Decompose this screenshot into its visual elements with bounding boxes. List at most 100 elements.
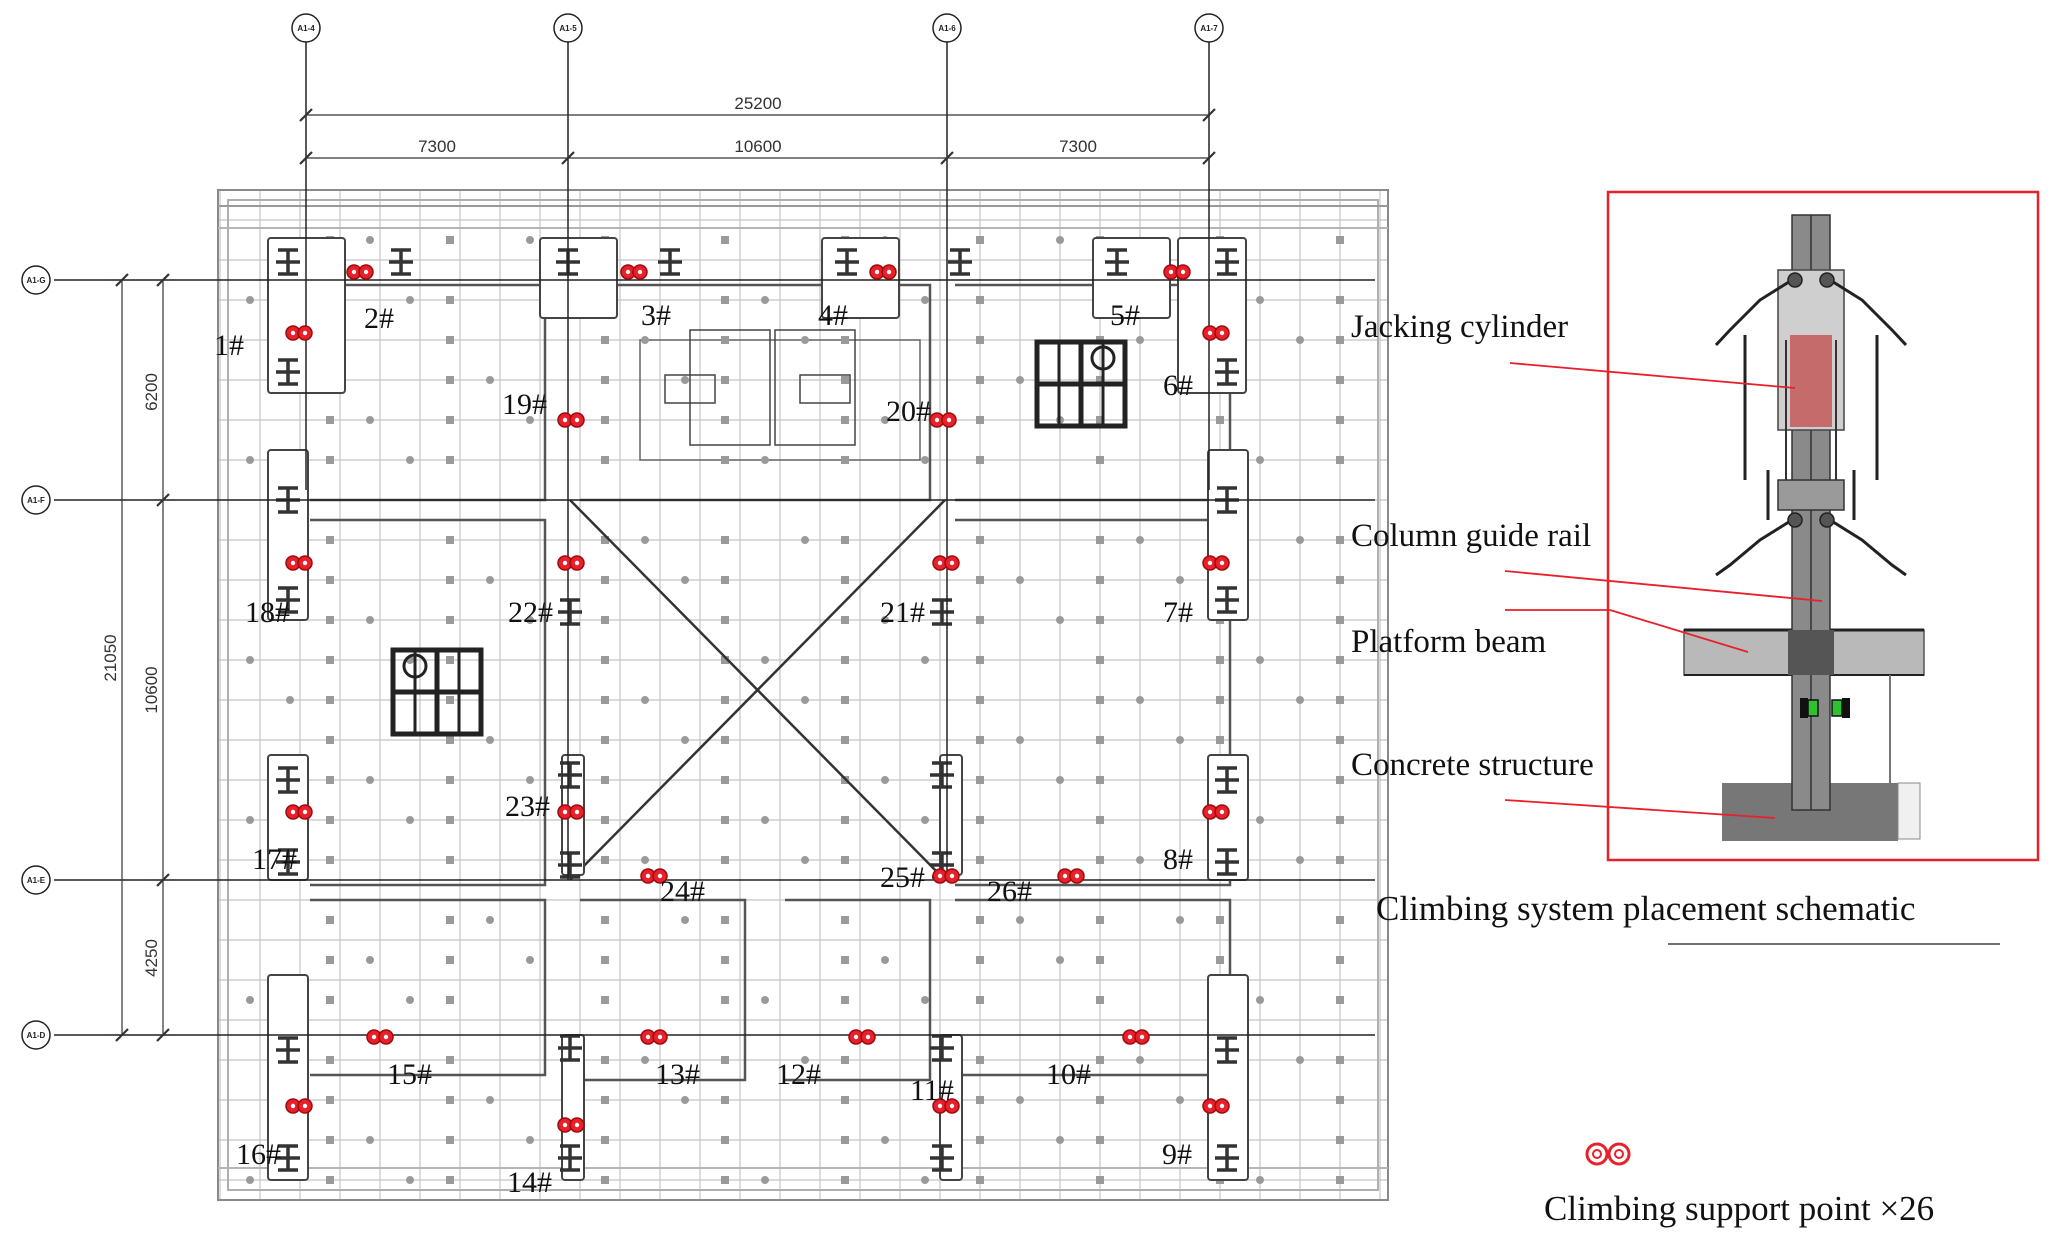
support-point-label: 2# xyxy=(364,302,394,335)
support-point-marker xyxy=(557,412,585,428)
axis-bubble-a1-f xyxy=(21,485,51,515)
axis-bubble-a1-g xyxy=(21,265,51,295)
support-point-label: 5# xyxy=(1110,299,1140,332)
axis-label-col-1: A1-4 xyxy=(297,24,315,33)
legend-label: Climbing support point ×26 xyxy=(1544,1189,1934,1228)
dim-span-3: 7300 xyxy=(1059,137,1097,156)
support-point-label: 3# xyxy=(641,299,671,332)
support-point-marker xyxy=(1202,804,1230,820)
dim-vspan-2: 10600 xyxy=(142,666,161,713)
axis-grid: A1-4 A1-5 A1-6 A1-7 A1-G A1-F A1-E A1-D xyxy=(21,13,1375,1050)
jacking-cylinder xyxy=(1790,335,1832,427)
support-point-marker xyxy=(1122,1029,1150,1045)
axis-bubble-a1-4 xyxy=(291,13,321,43)
support-point-marker xyxy=(1202,1098,1230,1114)
support-point-marker xyxy=(346,264,374,280)
support-point-marker xyxy=(1163,264,1191,280)
shaft-right xyxy=(1034,339,1128,429)
climbing-system-schematic: Jacking cylinder Column guide rail Platf… xyxy=(1351,190,2040,945)
callout-platform-beam: Platform beam xyxy=(1351,624,1547,660)
callout-leaders xyxy=(1504,362,1823,819)
center-cross-brace xyxy=(569,499,946,881)
support-point-marker xyxy=(1057,868,1085,884)
axis-label-row-1: A1-G xyxy=(26,276,45,285)
support-point-label: 8# xyxy=(1163,843,1193,876)
support-point-label: 21# xyxy=(880,596,925,629)
axis-bubble-a1-e xyxy=(21,865,51,895)
support-point-marker xyxy=(557,1117,585,1133)
support-point-marker xyxy=(285,325,313,341)
support-point-marker xyxy=(557,804,585,820)
dim-span-1: 7300 xyxy=(418,137,456,156)
dim-total-width: 25200 xyxy=(734,94,781,113)
support-point-label: 6# xyxy=(1163,369,1193,402)
axis-bubble-a1-7 xyxy=(1194,13,1224,43)
axis-label-col-2: A1-5 xyxy=(559,24,577,33)
support-point-label: 19# xyxy=(502,388,547,421)
axis-label-row-2: A1-F xyxy=(27,496,45,505)
axis-bubble-a1-5 xyxy=(553,13,583,43)
support-point-marker xyxy=(848,1029,876,1045)
dim-total-height: 21050 xyxy=(101,634,120,681)
schematic-caption: Climbing system placement schematic xyxy=(1376,889,1915,928)
axis-bubble-a1-d xyxy=(21,1020,51,1050)
support-point-label: 20# xyxy=(886,395,931,428)
support-point-label: 17# xyxy=(252,843,297,876)
axis-label-row-4: A1-D xyxy=(27,1031,46,1040)
callout-column-guide-rail: Column guide rail xyxy=(1351,518,1591,554)
support-point-marker xyxy=(640,1029,668,1045)
support-point-marker xyxy=(285,1098,313,1114)
support-point-marker xyxy=(932,555,960,571)
plan-outline xyxy=(217,189,1389,1201)
support-point-label: 10# xyxy=(1046,1058,1091,1091)
support-point-label: 22# xyxy=(508,596,553,629)
support-point-labels: 1# 2# 3# 4# 5# 6# 7# 8# 9# 10# 11# 12# 13# 14# 15# 16# 1… xyxy=(214,299,1193,1199)
support-point-marker xyxy=(557,555,585,571)
axis-label-col-4: A1-7 xyxy=(1200,24,1218,33)
support-point-label: 23# xyxy=(505,790,550,823)
support-point-marker xyxy=(285,555,313,571)
support-point-marker xyxy=(366,1029,394,1045)
support-point-marker xyxy=(932,1098,960,1114)
support-point-label: 4# xyxy=(818,299,848,332)
support-point-marker xyxy=(929,412,957,428)
dim-vspan-1: 6200 xyxy=(142,373,161,411)
axis-label-row-3: A1-E xyxy=(27,876,46,885)
axis-bubble-a1-6 xyxy=(932,13,962,43)
support-point-label: 18# xyxy=(245,596,290,629)
shaft-left xyxy=(390,647,484,737)
support-point-label: 15# xyxy=(387,1058,432,1091)
support-point-label: 12# xyxy=(776,1058,821,1091)
support-point-label: 1# xyxy=(214,329,244,362)
support-point-label: 7# xyxy=(1163,596,1193,629)
support-point-label: 16# xyxy=(236,1138,281,1171)
support-point-marker xyxy=(285,804,313,820)
support-point-marker xyxy=(932,868,960,884)
support-point-label: 24# xyxy=(660,875,705,908)
climbing-arms xyxy=(1714,278,1908,577)
support-point-marker xyxy=(640,868,668,884)
dim-vspan-3: 4250 xyxy=(142,939,161,977)
support-point-label: 13# xyxy=(655,1058,700,1091)
callout-jacking-cylinder: Jacking cylinder xyxy=(1351,309,1568,345)
callout-concrete-structure: Concrete structure xyxy=(1351,747,1594,783)
support-point-label: 14# xyxy=(507,1166,552,1199)
support-point-marker xyxy=(1202,555,1230,571)
support-point-label: 9# xyxy=(1162,1138,1192,1171)
legend: Climbing support point ×26 xyxy=(1544,1142,1934,1228)
support-point-label: 25# xyxy=(880,861,925,894)
support-point-icon xyxy=(1585,1142,1631,1166)
support-point-label: 11# xyxy=(910,1074,954,1107)
support-points xyxy=(285,264,1230,1133)
floor-plan: A1-4 A1-5 A1-6 A1-7 A1-G A1-F A1-E A1-D … xyxy=(21,13,1389,1201)
schematic-frame xyxy=(1606,190,2040,862)
support-point-marker xyxy=(620,264,648,280)
axis-label-col-3: A1-6 xyxy=(938,24,956,33)
support-point-label: 26# xyxy=(987,875,1032,908)
support-point-marker xyxy=(869,264,897,280)
dimension-vertical xyxy=(110,273,175,1042)
dimension-horizontal xyxy=(299,108,1216,165)
dim-span-2: 10600 xyxy=(734,137,781,156)
support-point-marker xyxy=(1202,325,1230,341)
